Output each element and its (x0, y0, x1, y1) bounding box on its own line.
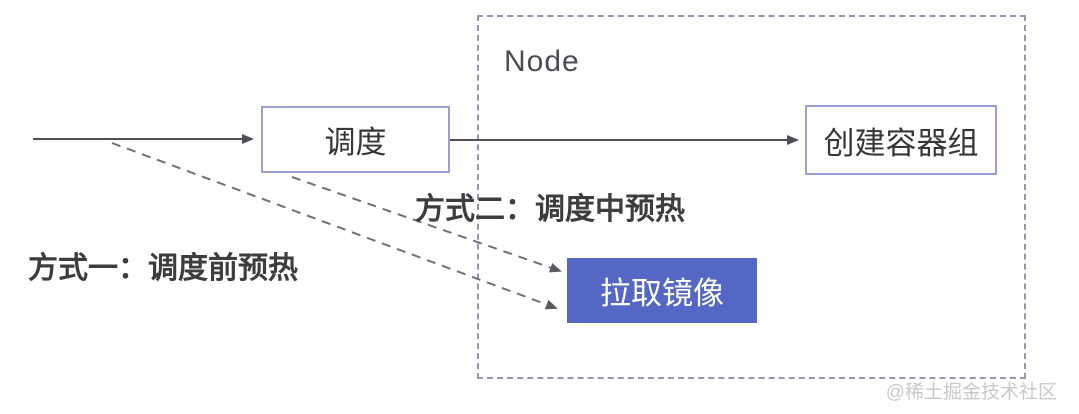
create-pod-box: 创建容器组 (805, 105, 997, 175)
method2-label: 方式二：调度中预热 (415, 193, 685, 226)
pull-image-box: 拉取镜像 (567, 258, 757, 323)
node-label: Node (504, 45, 580, 78)
method1-label: 方式一：调度前预热 (28, 252, 298, 285)
node-boundary-box: Node (477, 15, 1026, 379)
watermark-text: @稀土掘金技术社区 (885, 382, 1057, 403)
schedule-box: 调度 (261, 106, 450, 173)
